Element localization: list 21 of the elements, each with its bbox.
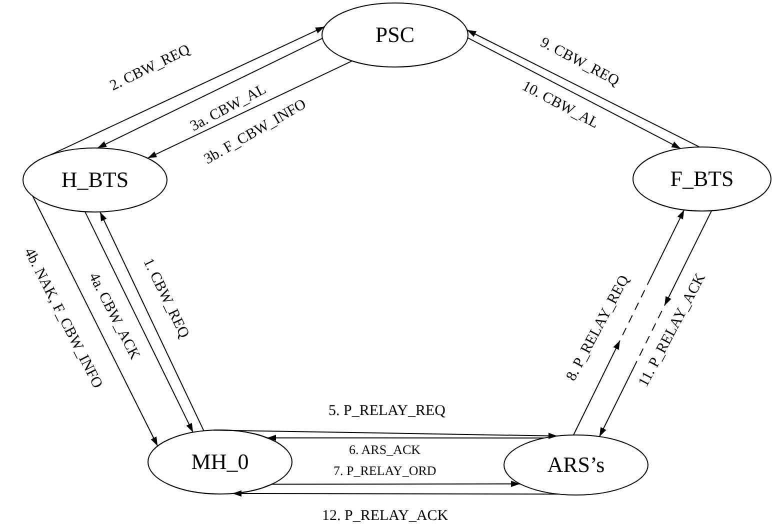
arrow: [147, 60, 353, 159]
node-label: F_BTS: [670, 166, 734, 192]
arrow: [266, 434, 545, 441]
arrow: [84, 211, 194, 433]
arrow: [598, 210, 712, 438]
edge-label: 6. ARS_ACK: [349, 442, 421, 456]
arrow: [466, 30, 700, 148]
arrow: [100, 211, 204, 432]
edge-label: 7. P_RELAY_ORD: [334, 464, 436, 476]
edge-label: 12. P_RELAY_ACK: [322, 508, 448, 524]
node-label: PSC: [375, 22, 415, 48]
arrow: [572, 209, 685, 436]
arrow: [97, 38, 323, 149]
arrow: [32, 196, 158, 446]
arrow: [271, 480, 521, 488]
arrow: [467, 37, 682, 150]
arrow: [50, 26, 325, 156]
edge-label: 5. P_RELAY_REQ: [328, 404, 446, 418]
node-label: MH_0: [191, 449, 249, 475]
node-label: ARS’s: [547, 452, 605, 478]
node-label: H_BTS: [61, 167, 129, 193]
